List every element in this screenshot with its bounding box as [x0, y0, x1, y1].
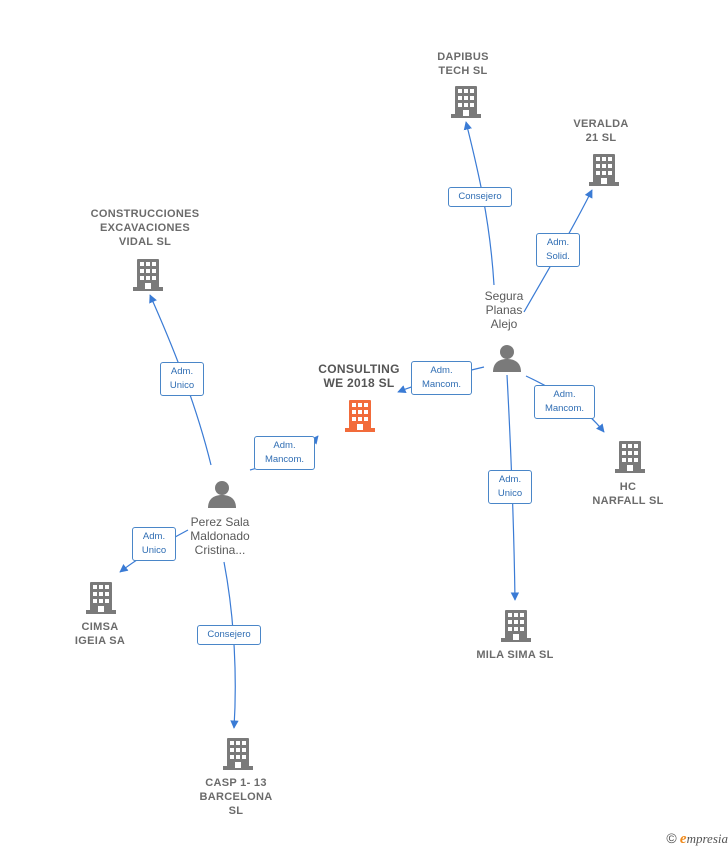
building-icon[interactable] [501, 610, 531, 642]
relation-adm-unico-cimsa[interactable]: Adm. Unico [132, 527, 176, 561]
building-icon[interactable] [589, 154, 619, 186]
relation-consejero-casp[interactable]: Consejero [197, 625, 261, 645]
company-label-construcciones[interactable]: CONSTRUCCIONES EXCAVACIONES VIDAL SL [90, 208, 200, 248]
relation-adm-mancom-consulting-segura[interactable]: Adm. Mancom. [411, 361, 472, 395]
company-label-mila[interactable]: MILA SIMA SL [476, 649, 554, 661]
person-label-segura[interactable]: Segura Planas Alejo [484, 289, 524, 331]
brand-footer: © empresia [666, 830, 728, 848]
brand-initial: e [679, 831, 687, 847]
copyright-icon: © [666, 830, 677, 846]
relation-adm-solid-veralda[interactable]: Adm. Solid. [536, 233, 580, 267]
building-icon[interactable] [133, 259, 163, 291]
company-label-casp[interactable]: CASP 1- 13 BARCELONA SL [199, 777, 273, 817]
company-label-hc[interactable]: HC NARFALL SL [592, 481, 664, 507]
relation-adm-mancom-consulting-perez[interactable]: Adm. Mancom. [254, 436, 315, 470]
person-label-perez[interactable]: Perez Sala Maldonado Cristina... [190, 515, 250, 557]
company-label-cimsa[interactable]: CIMSA IGEIA SA [74, 621, 126, 647]
brand-name: mpresia [686, 831, 728, 846]
company-label-veralda[interactable]: VERALDA 21 SL [573, 118, 629, 144]
company-label-consulting[interactable]: CONSULTING WE 2018 SL [318, 362, 400, 390]
person-icon[interactable] [493, 345, 521, 372]
main-building-icon[interactable] [345, 400, 375, 432]
company-label-dapibus[interactable]: DAPIBUS TECH SL [437, 51, 489, 77]
building-icon[interactable] [223, 738, 253, 770]
relation-adm-unico-mila[interactable]: Adm. Unico [488, 470, 532, 504]
person-icon[interactable] [208, 481, 236, 508]
relation-adm-mancom-hc[interactable]: Adm. Mancom. [534, 385, 595, 419]
building-icon[interactable] [451, 86, 481, 118]
relation-consejero-dapibus[interactable]: Consejero [448, 187, 512, 207]
edge-perez-casp [223, 561, 239, 729]
building-icon[interactable] [615, 441, 645, 473]
relation-adm-unico-construcciones[interactable]: Adm. Unico [160, 362, 204, 396]
building-icon[interactable] [86, 582, 116, 614]
